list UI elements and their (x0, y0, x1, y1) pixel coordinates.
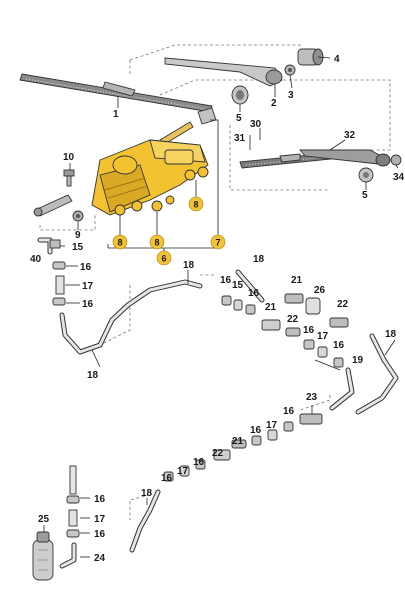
label-16-a: 16 (80, 262, 92, 273)
label-32: 32 (344, 130, 356, 141)
label-24: 24 (94, 553, 106, 564)
label-5-top: 5 (236, 113, 242, 124)
elbow-part-40 (37, 237, 53, 255)
label-16-b: 16 (82, 299, 94, 310)
label-34: 34 (393, 172, 405, 183)
label-17-c: 17 (266, 420, 278, 431)
label-15: 15 (72, 242, 84, 253)
nut-part-3 (284, 64, 296, 76)
label-2: 2 (271, 98, 277, 109)
label-16-i: 16 (193, 457, 205, 468)
label-18-left: 18 (87, 370, 99, 381)
clip-part-16-c (66, 495, 80, 504)
nut-part-34 (390, 154, 402, 166)
badge-8-c (149, 234, 165, 250)
label-21-a: 21 (291, 275, 303, 286)
tube-lower (69, 465, 77, 495)
label-17-d: 17 (177, 466, 189, 477)
label-16-g: 16 (283, 406, 295, 417)
label-31: 31 (234, 133, 246, 144)
motor-group-badges: 8 8 8 7 6 (112, 196, 226, 266)
label-18-right: 18 (385, 329, 397, 340)
label-16-f: 16 (303, 325, 315, 336)
badge-8-a (188, 196, 204, 212)
clip-part-16-b (52, 297, 66, 306)
badge-6 (156, 250, 172, 266)
label-5-right: 5 (362, 190, 368, 201)
connector-part-15 (49, 239, 61, 249)
wiper-arm-part-2 (164, 57, 283, 87)
hose-part-18-left (59, 279, 203, 355)
label-16-d: 16 (248, 288, 260, 299)
label-16-k: 16 (94, 494, 106, 505)
label-1: 1 (113, 109, 119, 120)
hose-part-19 (329, 367, 355, 411)
part-labels: 1 2 3 4 5 30 31 32 5 34 10 9 15 40 16 17… (30, 54, 405, 564)
label-16-h: 16 (250, 425, 262, 436)
grommets-part-8 (114, 166, 209, 216)
bolt-part-10 (63, 169, 75, 187)
label-17-b: 17 (317, 331, 329, 342)
label-22-c: 22 (212, 448, 224, 459)
label-16-j: 16 (161, 473, 173, 484)
label-16-c: 16 (220, 275, 232, 286)
label-21-c: 21 (232, 436, 244, 447)
label-16-l: 16 (94, 529, 106, 540)
label-40: 40 (30, 254, 42, 265)
label-3: 3 (288, 90, 294, 101)
badge-8-b (112, 234, 128, 250)
badge-8-c-text: 8 (155, 238, 160, 248)
label-16-e: 16 (333, 340, 345, 351)
clip-part-16-d (66, 529, 80, 538)
bracket-part (33, 194, 73, 217)
nut-part-9 (72, 210, 84, 222)
label-19: 19 (352, 355, 364, 366)
hose-piece-part-17-lower (68, 509, 78, 527)
badge-8-b-text: 8 (118, 238, 123, 248)
badge-6-text: 6 (162, 254, 167, 264)
connector-chain-middle (163, 413, 323, 482)
wiper-blade-part-1 (19, 73, 213, 113)
label-22-a: 22 (337, 299, 349, 310)
badge-7 (210, 234, 226, 250)
label-17-a: 17 (82, 281, 94, 292)
hose-part-18-right (355, 333, 399, 415)
label-9: 9 (75, 230, 81, 241)
label-17-e: 17 (94, 514, 106, 525)
label-18-top: 18 (183, 260, 195, 271)
label-23: 23 (306, 392, 318, 403)
badge-8-a-text: 8 (194, 200, 199, 210)
label-25: 25 (38, 514, 50, 525)
elbow-part-24 (59, 542, 77, 569)
washer-pump-part-25 (32, 531, 54, 581)
clip-part-16-a (52, 261, 66, 270)
connector-chain-upper (221, 269, 349, 368)
hose-piece-part-17 (55, 275, 65, 295)
label-4: 4 (334, 54, 340, 65)
label-21-b: 21 (265, 302, 277, 313)
cap-part-4 (297, 48, 324, 66)
wiper-motor-part-6 (91, 139, 209, 216)
label-18-lower: 18 (141, 488, 153, 499)
label-26: 26 (314, 285, 326, 296)
hose-part-18-lower (129, 489, 161, 553)
badge-7-text: 7 (216, 238, 221, 248)
grommet-part-5-top (231, 85, 249, 105)
wiper-arm-part-32 (299, 149, 391, 167)
label-10: 10 (63, 152, 75, 163)
label-30: 30 (250, 119, 262, 130)
label-22-b: 22 (287, 314, 299, 325)
grommet-part-5-right (358, 167, 374, 183)
label-18-mid: 18 (253, 254, 265, 265)
leader-lines (43, 56, 399, 558)
label-15-b: 15 (232, 280, 244, 291)
